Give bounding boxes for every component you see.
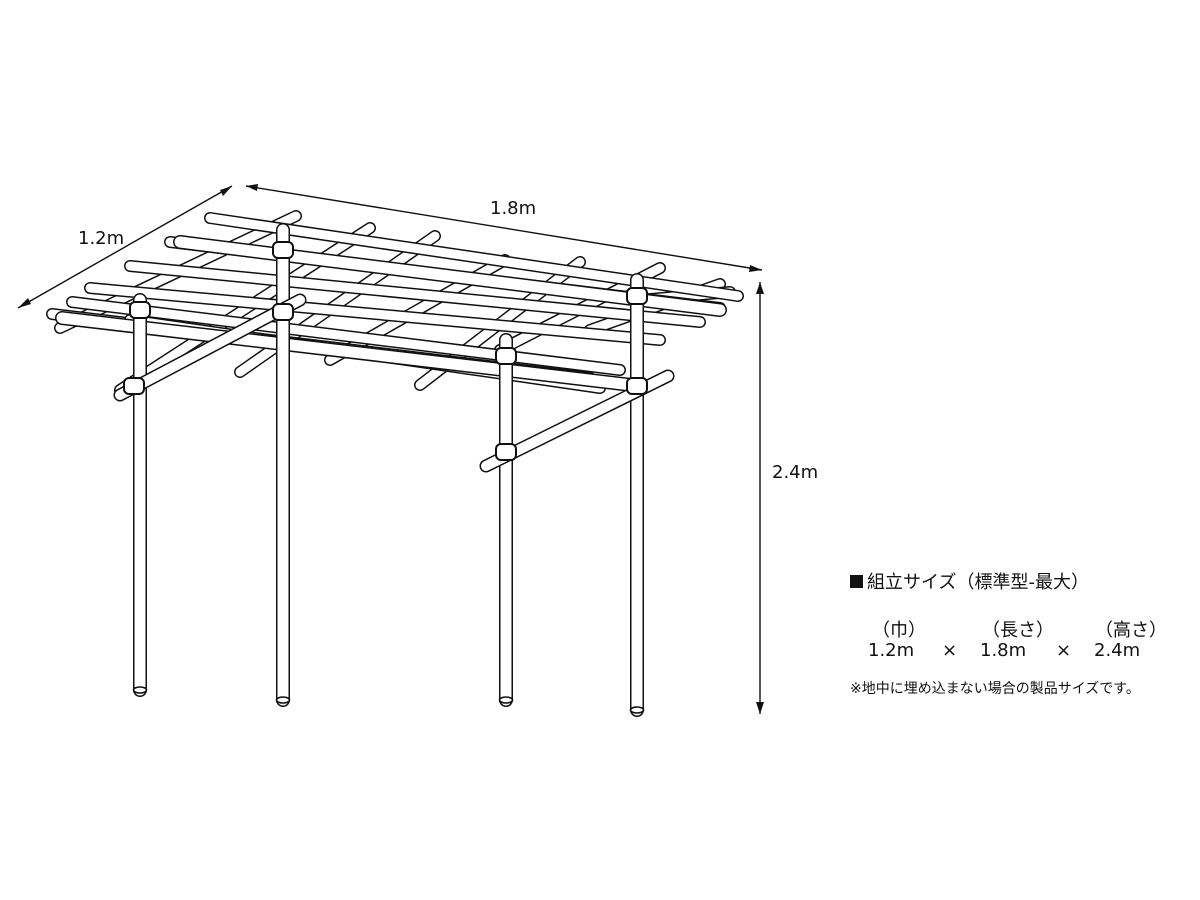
assembly-size-spec: 組立サイズ（標準型-最大） （巾） （長さ） （高さ） 1.2m × 1.8m … bbox=[850, 568, 1200, 697]
width-value: 1.2m bbox=[868, 640, 915, 661]
long-bar-2-fill bbox=[125, 261, 705, 327]
post-end bbox=[498, 696, 514, 704]
clamp-group bbox=[123, 241, 648, 714]
post-end bbox=[132, 686, 148, 694]
times-sign: × bbox=[1056, 640, 1072, 661]
height-value: 2.4m bbox=[1094, 640, 1141, 661]
pipe-clamp bbox=[129, 301, 151, 319]
square-bullet-icon bbox=[850, 574, 863, 588]
pipe-group bbox=[46, 210, 744, 717]
pipe-clamp bbox=[272, 303, 294, 321]
pipe-clamp bbox=[626, 377, 648, 395]
length-value: 1.8m bbox=[980, 640, 1027, 661]
main-beam-front-fill bbox=[56, 312, 646, 392]
post-end bbox=[275, 696, 291, 704]
brace-left-fill bbox=[115, 295, 305, 400]
width-header: （巾） bbox=[872, 620, 926, 641]
long-bar-0-fill bbox=[205, 213, 743, 301]
height-dimension-label: 2.4m bbox=[772, 462, 819, 483]
pipe-clamp bbox=[123, 377, 145, 395]
pipe-clamp bbox=[495, 347, 517, 365]
length-dimension-label: 1.8m bbox=[490, 198, 537, 219]
pipe-clamp bbox=[626, 287, 648, 305]
long-bar-3-fill bbox=[85, 283, 665, 345]
dimension-lines bbox=[17, 184, 764, 714]
height-header: （高さ） bbox=[1095, 620, 1167, 641]
width-dimension-label: 1.2m bbox=[78, 228, 125, 249]
length-dimension-line bbox=[245, 185, 763, 271]
post-end bbox=[629, 706, 645, 714]
pipe-clamp bbox=[495, 443, 517, 461]
pipe-clamp bbox=[272, 241, 294, 259]
length-header: （長さ） bbox=[982, 620, 1054, 641]
spec-note: ※地中に埋め込まない場合の製品サイズです。 bbox=[850, 681, 1140, 697]
width-dimension-line bbox=[17, 185, 233, 309]
long-bar-4-fill bbox=[67, 297, 625, 375]
spec-title: 組立サイズ（標準型-最大） bbox=[867, 572, 1089, 593]
times-sign: × bbox=[942, 640, 958, 661]
